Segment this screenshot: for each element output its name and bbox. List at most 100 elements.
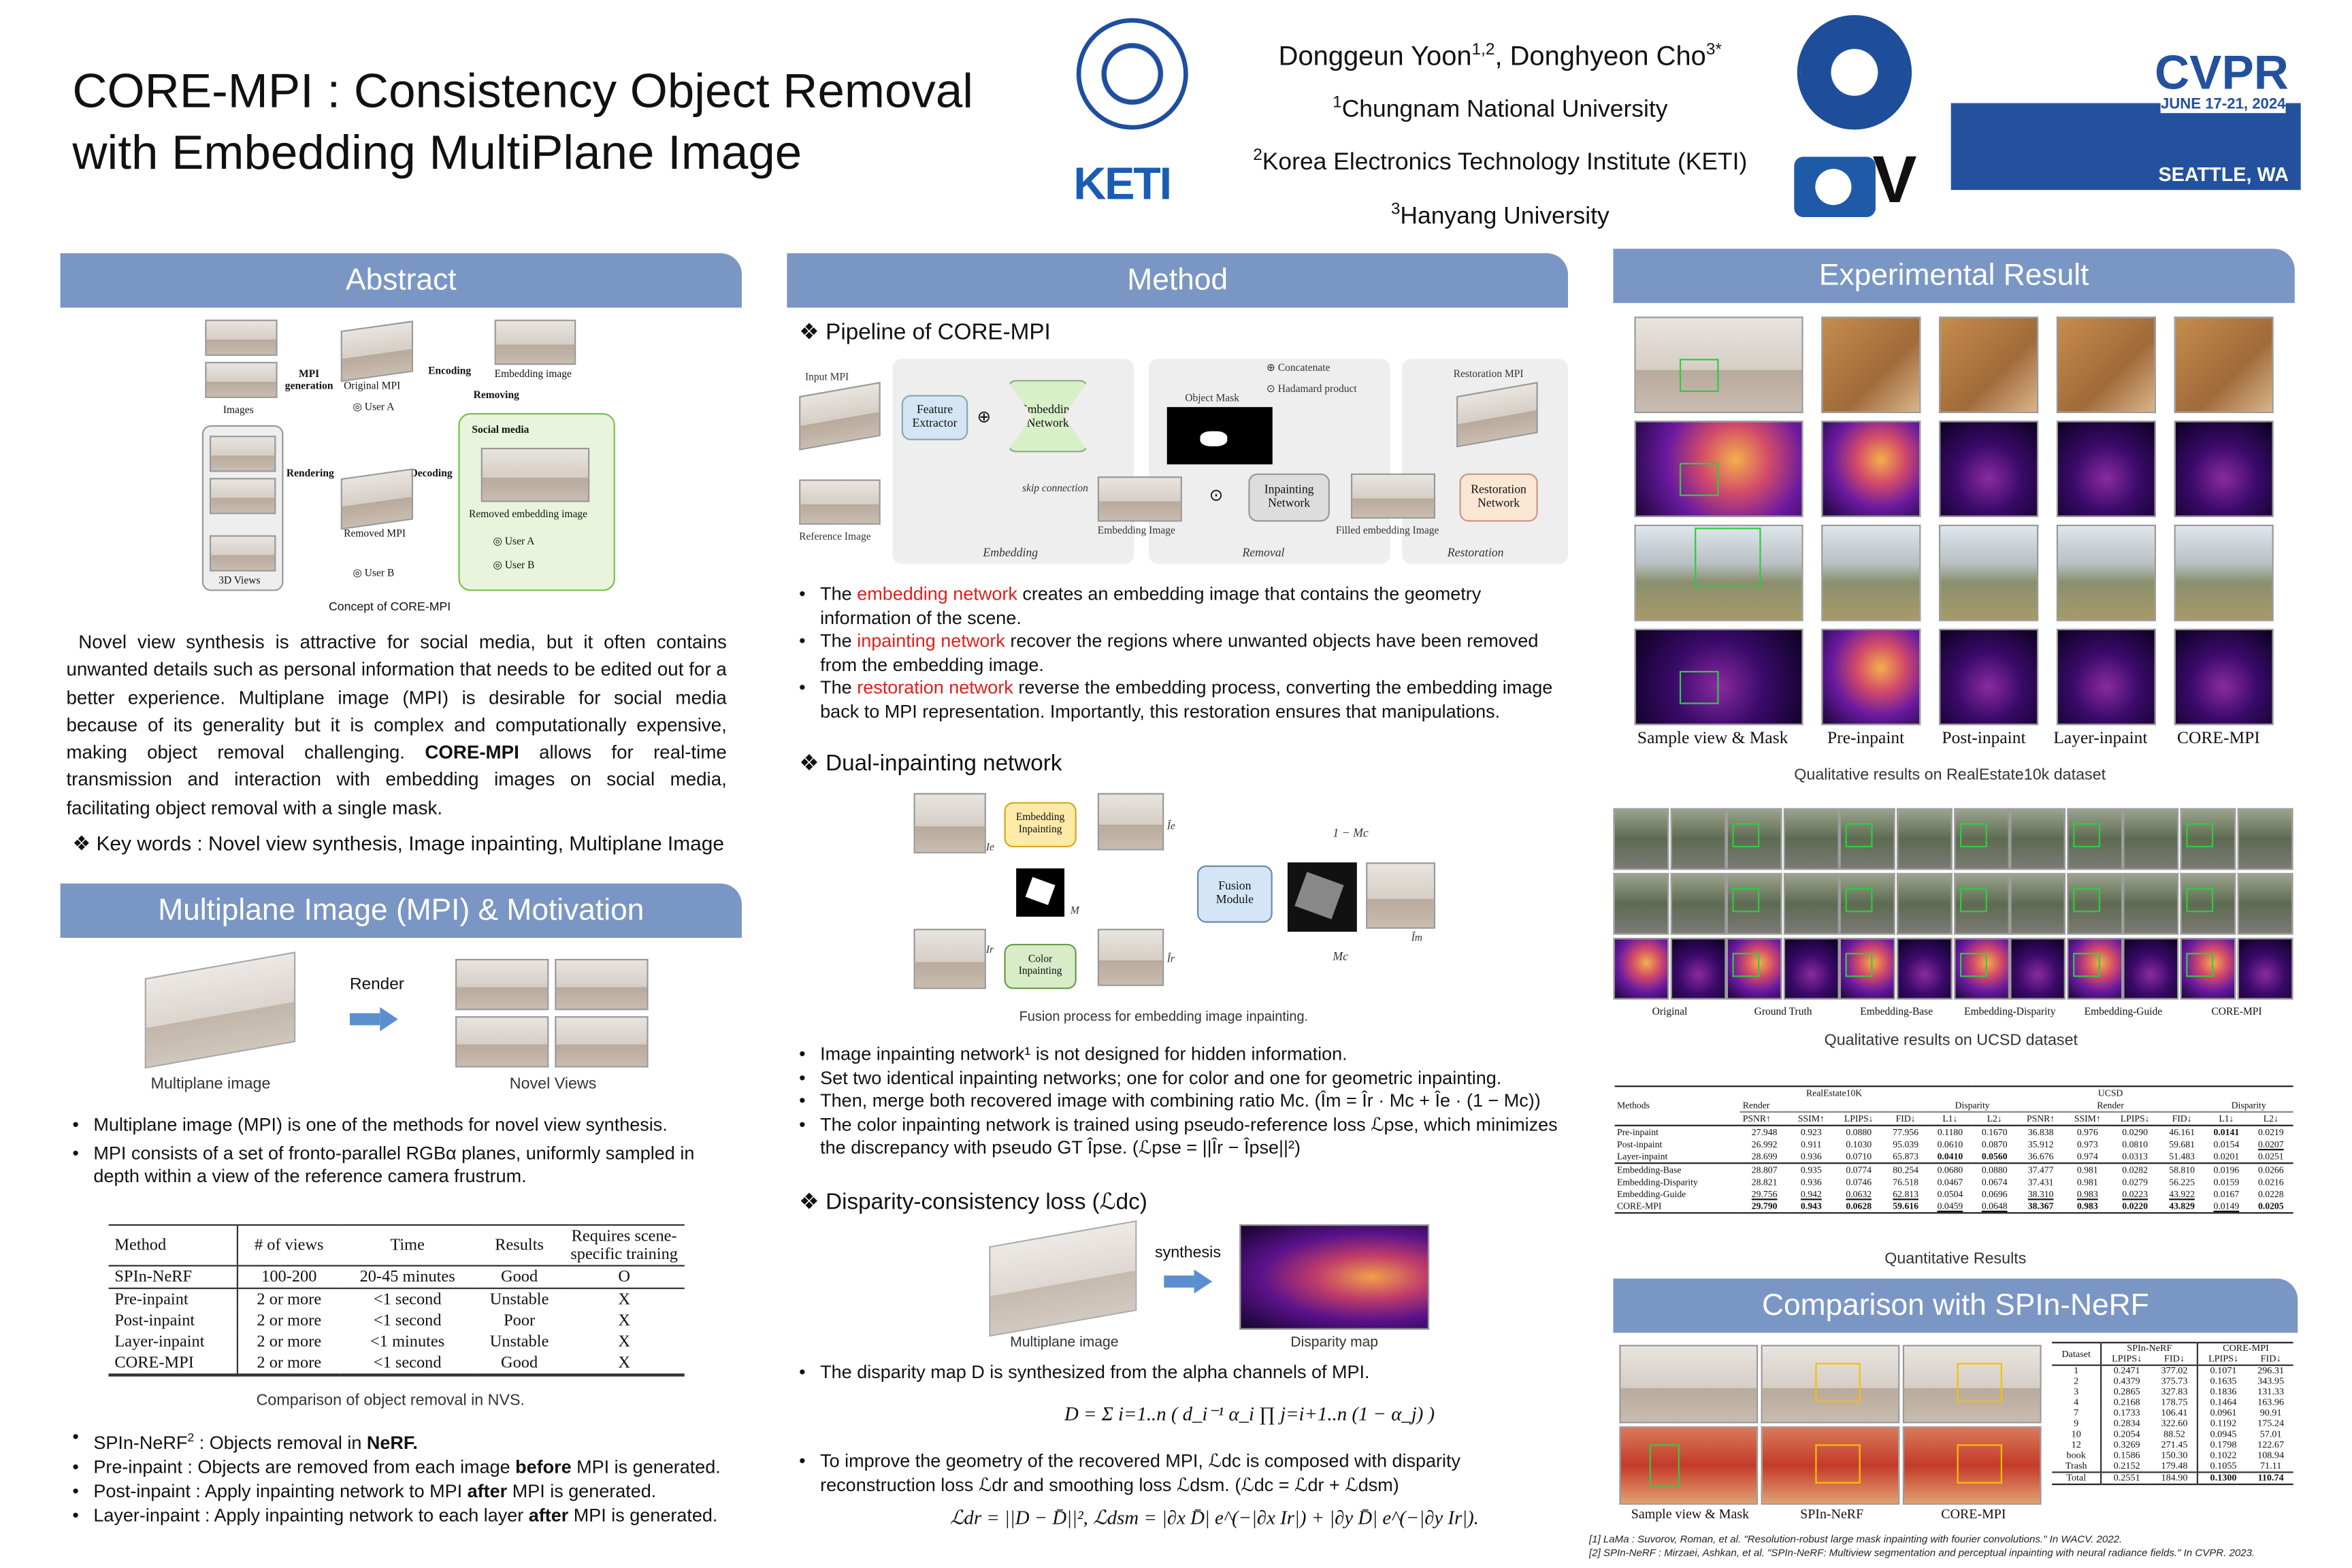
table-cell: Embedding-Guide (1616, 1188, 1686, 1200)
table-cell: 0.0696 (1981, 1188, 2008, 1200)
table-cell: 322.60 (2151, 1418, 2199, 1430)
table-cell: 0.935 (1800, 1164, 1822, 1175)
table-cell: 29.790 (1751, 1200, 1778, 1212)
column-header: L1↓ (1942, 1113, 1958, 1124)
cvpr-logo: CVPR JUNE 17-21, 2024 SEATTLE, WA (1950, 45, 2301, 191)
table-cell: 59.681 (2169, 1139, 2195, 1150)
table-cell: 2 or more (257, 1354, 322, 1372)
table-cell: 38.367 (2027, 1200, 2054, 1212)
table-cell: 0.0410 (1937, 1151, 1963, 1162)
table-cell: 57.01 (2259, 1429, 2282, 1440)
table-cell: 0.1180 (1937, 1126, 1963, 1138)
table-cell: 0.0313 (2122, 1151, 2148, 1162)
column-label: Sample view & Mask (1637, 730, 1788, 748)
table-cell: 0.0216 (2257, 1177, 2284, 1188)
result-image (1634, 421, 1803, 517)
table-cell: 343.95 (2257, 1376, 2285, 1388)
poster-title: CORE-MPI : Consistency Object Removal wi… (72, 61, 973, 184)
removed-embedding-label: Removed embedding image (468, 508, 587, 521)
affiliation-1: Chungnam National University (1341, 97, 1668, 123)
table-cell: 12 (2052, 1439, 2102, 1451)
th: Dataset (2052, 1342, 2102, 1366)
definition-item: Pre-inpaint : Objects are removed from e… (66, 1456, 760, 1480)
keywords: ❖ Key words : Novel view synthesis, Imag… (72, 832, 725, 855)
text: The (820, 583, 858, 605)
table-cell: 122.67 (2257, 1439, 2285, 1451)
table-cell: 38.310 (2027, 1188, 2054, 1200)
table-cell: Post-inpaint (1616, 1139, 1663, 1150)
table-cell: 71.11 (2259, 1460, 2282, 1472)
table-cell: 0.2152 (2113, 1460, 2140, 1472)
ir-label: Ir (985, 943, 994, 956)
network-name: embedding network (857, 583, 1017, 605)
table-cell: 29.756 (1751, 1188, 1778, 1200)
aff-2-sup: 2 (1253, 146, 1262, 165)
table-cell: 0.1464 (2210, 1397, 2237, 1409)
ucsd-image (2066, 937, 2123, 1000)
highlight-box (1957, 1362, 2003, 1403)
table-cell: 100-200 (261, 1268, 317, 1286)
table-cell: 0.4379 (2113, 1376, 2140, 1388)
table-cell: X (618, 1290, 630, 1309)
novel-view-4 (555, 1016, 649, 1068)
synthesis-arrow-shaft (1164, 1275, 1194, 1288)
def-bold: NeRF. (366, 1432, 418, 1454)
result-image (1821, 316, 1921, 414)
mask-box (2072, 823, 2100, 848)
text: reverse the embedding process, convertin… (820, 676, 1553, 722)
result-image (1821, 524, 1921, 621)
user-a2-label: ◎ User A (493, 535, 535, 548)
table-cell: 0.0282 (2122, 1164, 2148, 1175)
fusion-module-block: Fusion Module (1197, 865, 1273, 923)
im-label: Îm (1411, 932, 1422, 944)
table-cell: 43.922 (2169, 1188, 2195, 1200)
comparison-image (1619, 1426, 1759, 1505)
table-cell: <1 second (373, 1290, 442, 1309)
mc-label: Mc (1333, 949, 1349, 964)
table-cell: 65.873 (1893, 1151, 1919, 1162)
table-cell: Poor (504, 1311, 536, 1330)
table-cell: 0.1733 (2113, 1408, 2140, 1419)
encoding-label: Encoding (428, 365, 472, 377)
th: Disparity (1927, 1099, 2017, 1113)
images-label: Images (223, 404, 254, 416)
cvpr-date: JUNE 17-21, 2024 (2160, 96, 2286, 114)
column-header: L1↓ (2219, 1113, 2234, 1124)
ucsd-image (1953, 937, 2010, 1000)
table-cell: 0.973 (2076, 1139, 2098, 1150)
table-cell: 80.254 (1893, 1164, 1919, 1175)
dual-bullet: Set two identical inpainting networks; o… (793, 1066, 1577, 1090)
result-image (2056, 524, 2156, 621)
result-image (1938, 524, 2039, 621)
th: Render (1740, 1099, 1928, 1113)
realestate-results-grid (1634, 316, 2298, 727)
table-cell: Unstable (489, 1333, 549, 1351)
table-cell: 271.45 (2151, 1439, 2199, 1451)
table-cell: 0.936 (1800, 1151, 1822, 1162)
table-cell: 0.1836 (2210, 1387, 2237, 1398)
table-cell: 0.0648 (1981, 1200, 2008, 1212)
th: UCSD (2097, 1088, 2123, 1098)
table-cell: 296.31 (2257, 1366, 2285, 1377)
render-label: Render (349, 975, 404, 994)
def-text: SPIn-NeRF (93, 1432, 188, 1454)
table-cell: 2 or more (257, 1333, 322, 1351)
bullet: MPI consists of a set of fronto-parallel… (66, 1142, 736, 1189)
result-image (1938, 316, 2039, 414)
def-bold: after (528, 1505, 569, 1526)
table-cell: 0.0266 (2257, 1164, 2284, 1175)
th: RealEstate10K (1806, 1088, 1863, 1098)
ucsd-image (2236, 872, 2293, 935)
table-cell: 10 (2052, 1429, 2102, 1440)
result-image (1634, 316, 1803, 414)
ucsd-image (1953, 808, 2010, 870)
views-caption: Novel Views (509, 1075, 597, 1094)
table-cell: 0.0159 (2213, 1177, 2240, 1188)
th: Method (108, 1224, 238, 1266)
title-line-2: with Embedding MultiPlane Image (72, 125, 802, 180)
ucsd-image (1783, 808, 1840, 870)
